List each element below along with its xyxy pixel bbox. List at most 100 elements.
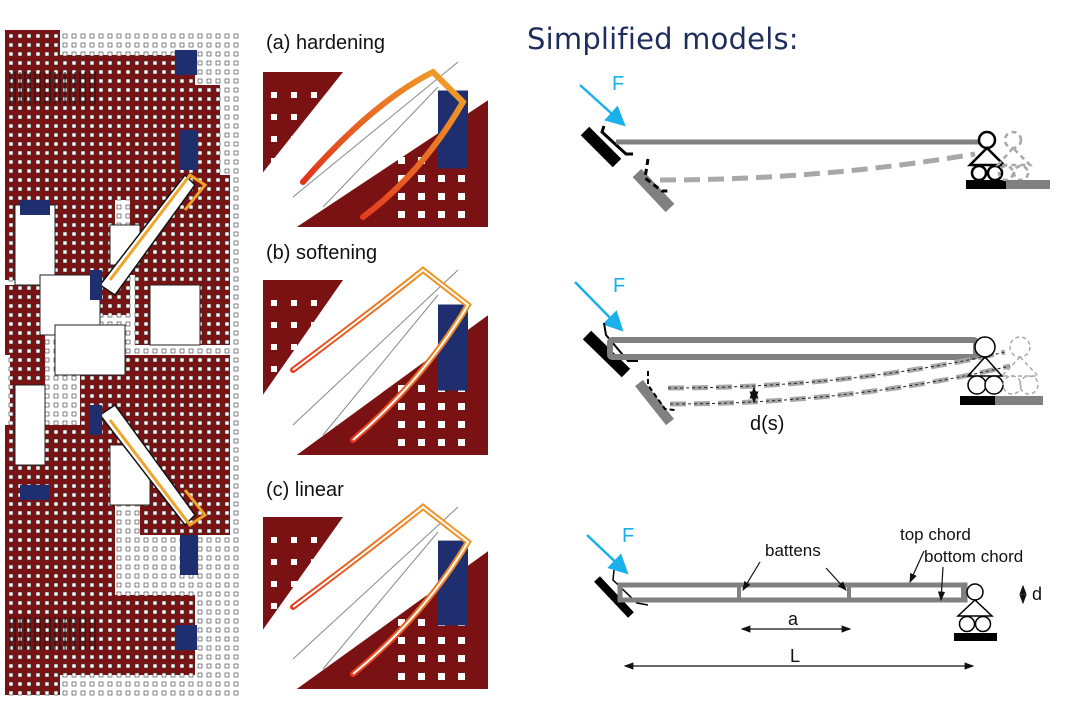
actuator-pad — [20, 200, 50, 215]
etch-hole — [311, 603, 317, 609]
etch-hole — [331, 603, 337, 609]
etch-hole — [438, 175, 445, 182]
etch-hole — [438, 637, 445, 644]
panel-a: (a) hardening — [263, 32, 488, 227]
anchor-block — [5, 675, 60, 695]
clamp-bracket — [612, 569, 649, 606]
beam-deformed — [659, 151, 976, 183]
etch-hole — [418, 403, 425, 410]
shuttle-arm — [98, 173, 196, 297]
actuator-pad — [180, 130, 198, 170]
model-double-beam: F d(s) — [574, 275, 1043, 435]
battens-leader-2 — [825, 567, 847, 591]
etch-hole — [311, 322, 317, 328]
etch-hole — [331, 366, 337, 372]
etch-hole — [438, 211, 445, 218]
etch-hole — [398, 175, 405, 182]
etch-hole — [291, 92, 297, 98]
bottom-chord-label: bottom chord — [924, 547, 1023, 566]
actuator-pad — [90, 270, 102, 300]
clamp-bracket — [603, 322, 638, 362]
clamp-block-deformed — [632, 168, 675, 213]
model-single-beam: F — [579, 73, 1050, 213]
shuttle-arm — [98, 403, 196, 527]
actuator-pad — [90, 405, 102, 435]
comb-region — [54, 324, 126, 376]
etch-hole — [291, 158, 297, 164]
height-label: d — [1032, 584, 1042, 604]
etch-hole — [311, 158, 317, 164]
etch-hole — [311, 559, 317, 565]
etch-hole — [291, 114, 297, 120]
simplified-models: F F d(s) — [574, 73, 1050, 670]
etch-hole — [458, 673, 465, 680]
etch-hole — [398, 655, 405, 662]
etch-hole — [438, 403, 445, 410]
roller-base-displaced — [995, 396, 1043, 405]
etch-hole — [291, 136, 297, 142]
guide-line — [322, 86, 439, 208]
deflection-label: d(s) — [750, 413, 784, 435]
etch-hole — [458, 403, 465, 410]
etch-hole — [331, 300, 337, 306]
etch-hole — [398, 637, 405, 644]
anchor-block — [5, 505, 115, 595]
guide-line — [322, 294, 439, 436]
etch-hole — [418, 421, 425, 428]
etch-hole — [331, 322, 337, 328]
etch-hole — [331, 158, 337, 164]
etch-hole — [398, 211, 405, 218]
top-chord-label: top chord — [900, 525, 971, 544]
etch-hole — [398, 619, 405, 626]
etch-hole — [438, 655, 445, 662]
battens-label: battens — [765, 541, 821, 560]
etch-hole — [271, 136, 277, 142]
etch-hole — [398, 673, 405, 680]
actuator-pad — [180, 535, 198, 575]
clamp-block — [594, 576, 634, 618]
clamp-block — [582, 330, 631, 378]
anchor-triangle-left — [263, 72, 343, 173]
anchor-triangle-left — [263, 280, 343, 395]
etch-hole — [331, 581, 337, 587]
roller-support — [966, 336, 1004, 395]
etch-hole — [398, 193, 405, 200]
panel-c-drawing — [263, 503, 488, 689]
actuator-pad — [175, 625, 197, 650]
etch-hole — [311, 136, 317, 142]
model-battened-truss: F battens top chord bottom chord d a L — [586, 525, 1042, 670]
flexure — [108, 419, 208, 528]
guide-line — [292, 61, 459, 198]
comb-region — [149, 284, 201, 346]
etch-hole — [398, 385, 405, 392]
beam-pair-undeformed — [607, 337, 979, 360]
panel-b: (b) softening — [263, 240, 488, 455]
clamp-block-deformed — [635, 379, 674, 426]
comb-region — [14, 384, 46, 466]
roller-support — [956, 583, 994, 633]
flexure-beam — [300, 68, 467, 220]
etch-hole — [418, 673, 425, 680]
etch-hole — [311, 344, 317, 350]
etch-hole — [291, 300, 297, 306]
etch-hole — [398, 157, 405, 164]
etch-hole — [271, 114, 277, 120]
actuator-pad — [175, 50, 197, 75]
device-layout-drawing — [5, 30, 239, 696]
anchor-block — [5, 595, 195, 675]
etch-hole — [438, 439, 445, 446]
force-arrow — [579, 84, 626, 127]
roller-base — [960, 396, 995, 405]
etch-hole — [331, 114, 337, 120]
etch-hole — [398, 439, 405, 446]
etch-hole — [311, 92, 317, 98]
battens-leader-1 — [742, 561, 761, 592]
device-layout-figure — [5, 30, 239, 696]
etch-hole — [271, 559, 277, 565]
etch-hole — [271, 581, 277, 587]
etch-hole — [271, 537, 277, 543]
etch-hole — [438, 193, 445, 200]
etch-hole — [291, 537, 297, 543]
etch-hole — [271, 603, 277, 609]
comb-region — [14, 204, 56, 286]
